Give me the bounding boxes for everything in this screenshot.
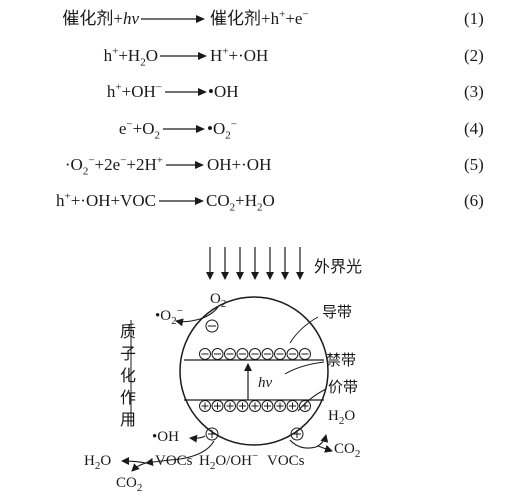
hole-sign (286, 400, 299, 412)
reaction-arrow (166, 161, 204, 169)
band-gap-label: 禁带 (326, 351, 357, 369)
electron-sign (224, 348, 236, 360)
hole-sign (249, 400, 261, 412)
vocs-left-label: VOCs (155, 453, 193, 469)
reaction-arrow (165, 88, 207, 96)
diagram-graphics (121, 247, 333, 472)
catalyst-particle (179, 296, 329, 446)
protonation-label: 质子化作用 (119, 321, 137, 431)
equation-6-lhs: h++·OH+VOC (55, 190, 156, 210)
superoxide-label: •O2− (155, 305, 183, 327)
reaction-arrow (159, 197, 204, 205)
h2o-oh-label: H2O/OH− (199, 450, 259, 472)
reaction-arrow (163, 125, 205, 133)
protonation-text: 质子化作用 (119, 322, 136, 429)
incident-light-arrows (206, 247, 304, 280)
equation-2-lhs: h++H2O (103, 45, 158, 69)
equation-3-lhs: h++OH− (106, 81, 162, 101)
electron-sign (199, 348, 211, 360)
equation-6-rhs: CO2+H2O (206, 191, 275, 214)
hole-sign (274, 400, 286, 412)
valence-band-label: 价带 (328, 378, 359, 396)
h2o-product-right: H2O (328, 408, 356, 427)
reaction-arrow (160, 52, 207, 60)
hole-row (199, 400, 311, 412)
electron-row (199, 348, 311, 360)
equation-5-lhs: ·O2−+2e−+2H+ (64, 154, 163, 178)
equation-2-rhs: H++·OH (210, 45, 269, 65)
conduction-band-label: 导带 (322, 303, 353, 321)
hole-sign (299, 400, 311, 412)
equation-3-rhs: •OH (208, 82, 239, 101)
h2o-product-left: H2O (84, 453, 112, 472)
equation-6-number: (6) (464, 191, 484, 210)
left-h2o-arrow (121, 457, 147, 466)
equation-3: h++OH− •OH (3) (0, 77, 507, 107)
hole-sign (224, 400, 236, 412)
hole-sign (261, 400, 274, 412)
co2-product-left: CO2 (116, 475, 143, 494)
equation-4-number: (4) (464, 119, 484, 138)
right-oxidation-arrow (289, 434, 329, 449)
hydroxyl-label: •OH (152, 429, 179, 445)
equation-4-rhs: •O2− (207, 118, 237, 142)
equation-1: 催化剂+hν 催化剂+h++e− (1) (0, 4, 507, 34)
band-leader-lines (284, 316, 327, 412)
electron-sign (236, 348, 249, 360)
external-light-label: 外界光 (314, 257, 363, 276)
hole-sign (211, 400, 224, 412)
equation-6: h++·OH+VOC CO2+H2O (6) (0, 186, 507, 216)
right-product-arrow (317, 444, 333, 453)
co2-product-right: CO2 (334, 441, 361, 460)
electron-sign (261, 348, 274, 360)
electron-sign (299, 348, 311, 360)
o2-label: O2 (210, 291, 227, 310)
equation-5-number: (5) (464, 155, 484, 174)
vocs-right-label: VOCs (267, 453, 305, 469)
equation-2-number: (2) (464, 46, 484, 65)
equation-4: e−+O2 •O2− (4) (0, 114, 507, 144)
electron-sign (274, 348, 286, 360)
photocatalysis-diagram: 外界光 O2 •O2− 导带 禁带 价带 hν 质子化作用 •OH H2O CO… (0, 235, 507, 498)
electron-sign (286, 348, 299, 360)
equation-1-lhs: 催化剂+hν (62, 9, 139, 28)
surface-electron (205, 319, 219, 333)
equation-2: h++H2O H++·OH (2) (0, 41, 507, 71)
electron-sign (211, 348, 224, 360)
equation-5-rhs: OH+·OH (207, 155, 272, 174)
hole-sign (236, 400, 249, 412)
equation-3-number: (3) (464, 82, 484, 101)
reaction-arrow (141, 15, 205, 23)
oh-arrow (189, 434, 206, 443)
equation-1-number: (1) (464, 9, 484, 28)
left-oxidation-arrow (145, 440, 215, 466)
left-product-arrow (131, 462, 147, 472)
surface-hole-right (290, 427, 304, 441)
equation-5: ·O2−+2e−+2H+ OH+·OH (5) (0, 150, 507, 180)
electron-sign (249, 348, 261, 360)
surface-hole-left (205, 427, 219, 441)
equation-4-lhs: e−+O2 (118, 118, 160, 142)
o2-reduction-arrow (175, 306, 219, 327)
hole-sign (199, 400, 211, 412)
hv-label: hν (258, 375, 273, 391)
equation-1-rhs: 催化剂+h++e− (210, 8, 309, 28)
